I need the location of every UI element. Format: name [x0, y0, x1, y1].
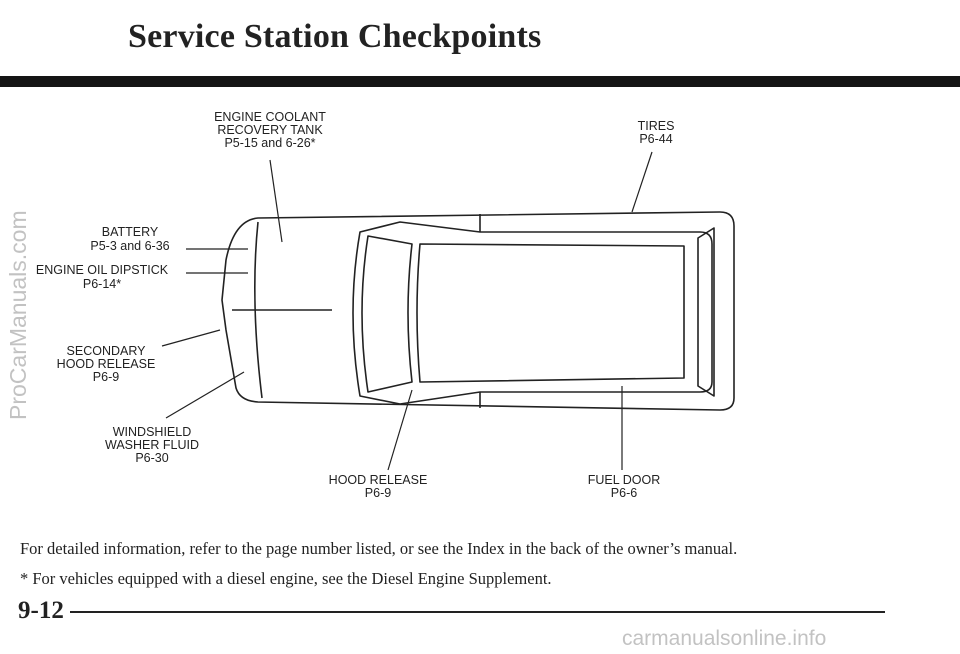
reference-note: For detailed information, refer to the p… — [20, 539, 738, 558]
windshield — [361, 235, 413, 393]
callout-coolant-line1: ENGINE COOLANT — [214, 110, 326, 124]
callout-washer-line1: WINDSHIELD — [113, 425, 191, 439]
callout-tires-line2: P6-44 — [639, 132, 672, 146]
footer-rule — [70, 611, 885, 613]
leader-hood-release — [387, 389, 413, 471]
page-number: 9-12 — [18, 597, 64, 624]
callout-fuel-door-line2: P6-6 — [611, 486, 637, 500]
callout-washer: WINDSHIELD WASHER FLUID P6-30 — [105, 425, 199, 465]
callout-secondary-hood-line1: SECONDARY — [67, 344, 147, 358]
leader-lines — [161, 151, 653, 471]
callout-coolant-line3: P5-15 and 6-26* — [224, 136, 315, 150]
callout-secondary-hood-line2: HOOD RELEASE — [57, 357, 156, 371]
title-rule — [0, 76, 960, 87]
page-title: Service Station Checkpoints — [128, 18, 542, 55]
callout-dipstick-line2: P6-14* — [83, 277, 121, 291]
roof-outline — [352, 221, 713, 405]
callout-dipstick: ENGINE OIL DIPSTICK P6-14* — [36, 263, 169, 291]
callout-secondary-hood-line3: P6-9 — [93, 370, 119, 384]
diesel-footnote: * For vehicles equipped with a diesel en… — [20, 569, 552, 588]
vehicle-body-outline — [221, 211, 735, 411]
roof-panel — [416, 243, 685, 383]
callout-coolant: ENGINE COOLANT RECOVERY TANK P5-15 and 6… — [214, 110, 326, 150]
callout-battery: BATTERY P5-3 and 6-36 — [90, 225, 169, 253]
watermark-bottom: carmanualsonline.info — [622, 627, 827, 650]
callout-battery-line1: BATTERY — [102, 225, 159, 239]
callout-battery-line2: P5-3 and 6-36 — [90, 239, 169, 253]
vehicle-diagram: ENGINE COOLANT RECOVERY TANK P5-15 and 6… — [36, 110, 735, 500]
callout-washer-line3: P6-30 — [135, 451, 168, 465]
leader-washer — [165, 371, 245, 419]
vehicle-top-view — [221, 211, 735, 411]
watermark-side: ProCarManuals.com — [5, 210, 31, 420]
callout-secondary-hood: SECONDARY HOOD RELEASE P6-9 — [57, 344, 156, 384]
leader-secondary-hood — [161, 329, 221, 347]
callout-washer-line2: WASHER FLUID — [105, 438, 199, 452]
callout-dipstick-line1: ENGINE OIL DIPSTICK — [36, 263, 169, 277]
callout-hood-release: HOOD RELEASE P6-9 — [329, 473, 428, 500]
callout-tires: TIRES P6-44 — [638, 119, 675, 146]
leader-coolant — [269, 159, 283, 243]
callout-hood-release-line2: P6-9 — [365, 486, 391, 500]
callout-hood-release-line1: HOOD RELEASE — [329, 473, 428, 487]
callout-fuel-door: FUEL DOOR P6-6 — [588, 473, 660, 500]
callout-tires-line1: TIRES — [638, 119, 675, 133]
leader-tires — [631, 151, 653, 213]
rear-window — [697, 227, 715, 397]
callout-coolant-line2: RECOVERY TANK — [217, 123, 323, 137]
callout-fuel-door-line1: FUEL DOOR — [588, 473, 660, 487]
hood-seam — [254, 221, 263, 399]
